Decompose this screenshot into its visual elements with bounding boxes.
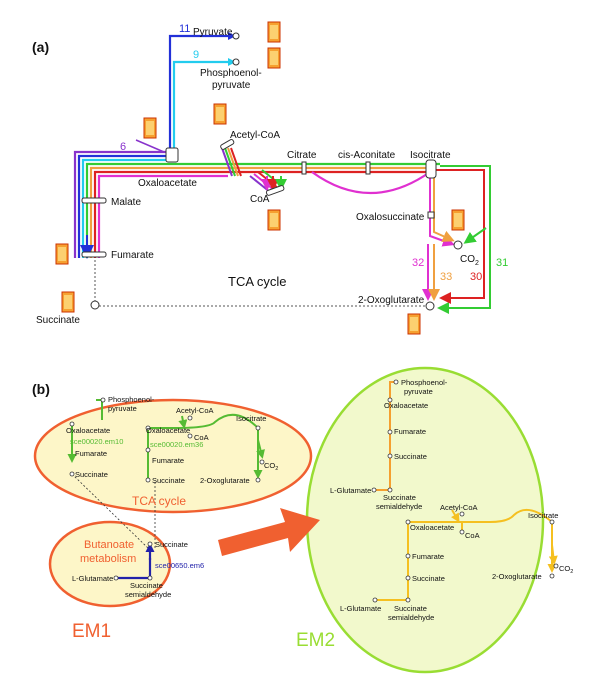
em2-glutamate2-label: L-Glutamate — [340, 604, 381, 613]
oxalosuccinate-label: Oxalosuccinate — [356, 212, 425, 223]
em1-tca-label: TCA cycle — [132, 494, 186, 508]
em2-nodes — [371, 379, 559, 603]
em1-glutamate-label: L-Glutamate — [72, 574, 113, 583]
em1-em10-label: sce00020.em10 — [70, 437, 123, 446]
isocitrate-label: Isocitrate — [410, 150, 451, 161]
em2-oxaloacetate-label: Oxaloacetate — [384, 401, 428, 410]
em2-glutamate-label: L-Glutamate — [330, 486, 371, 495]
pep-label-2: pyruvate — [212, 80, 251, 91]
route-33-number: 33 — [440, 271, 452, 283]
em2-pep-label-2: pyruvate — [404, 387, 433, 396]
coa-label: CoA — [250, 194, 270, 205]
em1-co2-label: CO2 — [264, 461, 278, 472]
route-bundle — [73, 150, 440, 258]
em2-oxaloacetate2-label: Oxaloacetate — [410, 523, 454, 532]
em2-coa-label: CoA — [465, 531, 480, 540]
em1-butanoate-label-1: Butanoate — [84, 539, 134, 551]
oxoglutarate-label: 2-Oxoglutarate — [358, 295, 425, 306]
em1-label: EM1 — [72, 621, 111, 642]
acetylcoa-label: Acetyl-CoA — [230, 130, 280, 141]
em1-isocitrate-label: Isocitrate — [236, 414, 266, 423]
door-icon — [267, 21, 281, 43]
door-icon — [451, 209, 465, 231]
em1-pep-label-1: Phosphoenol- — [108, 395, 155, 404]
em2-ssa-label-1: Succinate — [383, 493, 416, 502]
em2-co2-label: CO2 — [559, 564, 573, 575]
citrate-label: Citrate — [287, 150, 317, 161]
em1-fumarate2-label: Fumarate — [152, 456, 184, 465]
fumarate-label: Fumarate — [111, 250, 154, 261]
em1-em6-label: sce00650.em6 — [155, 561, 204, 570]
cycle-dashed-lines — [94, 256, 426, 307]
em1-succinate3-label: Succinate — [155, 540, 188, 549]
em2-ssa-label-4: semialdehyde — [388, 613, 434, 622]
em1-oxoglutarate-label: 2-Oxoglutarate — [200, 476, 250, 485]
em2-oxoglutarate-label: 2-Oxoglutarate — [492, 572, 542, 581]
em2-label: EM2 — [296, 630, 335, 651]
door-icon — [143, 117, 157, 139]
metabolite-nodes — [81, 32, 463, 311]
route-6-number: 6 — [120, 141, 126, 153]
route-9-line — [172, 58, 236, 150]
route-32-number: 32 — [412, 257, 424, 269]
right-routes — [422, 165, 491, 314]
em2-ssa-label-2: semialdehyde — [376, 502, 422, 511]
route-9-number: 9 — [193, 49, 199, 61]
em1-ssa-label-2: semialdehyde — [125, 590, 171, 599]
panel-a-label: (a) — [32, 39, 49, 55]
em1-em36-label: sce00020.em36 — [150, 440, 203, 449]
em2-isocitrate-label: Isocitrate — [528, 511, 558, 520]
door-icon — [213, 103, 227, 125]
em2-ssa-label-3: Succinate — [394, 604, 427, 613]
door-icon — [55, 243, 69, 265]
route-11-line — [168, 32, 236, 150]
tca-cycle-label: TCA cycle — [228, 274, 287, 289]
cisaconitate-label: cis-Aconitate — [338, 150, 396, 161]
acetyl-bundle — [221, 147, 242, 177]
em1-butanoate-label-2: metabolism — [80, 553, 136, 565]
door-icon — [407, 313, 421, 335]
door-icon — [267, 47, 281, 69]
oxaloacetate-label: Oxaloacetate — [138, 178, 197, 189]
em1-nodes — [69, 397, 265, 581]
em1-dashed-links — [71, 473, 156, 551]
route-30-number: 30 — [470, 271, 482, 283]
door-icon — [61, 291, 75, 313]
em1-acetylcoa-label: Acetyl-CoA — [176, 406, 214, 415]
panel-b-label: (b) — [32, 381, 50, 397]
door-icons — [55, 21, 465, 335]
route-31-number: 31 — [496, 257, 508, 269]
em2-succinate2-label: Succinate — [412, 574, 445, 583]
route-11-number: 11 — [179, 23, 190, 35]
em1-to-em2-arrow — [218, 508, 320, 556]
succinate-label: Succinate — [36, 315, 80, 326]
em2-pep-label-1: Phosphoenol- — [401, 378, 448, 387]
door-icon — [267, 209, 281, 231]
em2-fumarate-label: Fumarate — [394, 427, 426, 436]
em1-succinate2-label: Succinate — [152, 476, 185, 485]
em1-oxaloacetate-label: Oxaloacetate — [66, 426, 110, 435]
em1-fumarate-label: Fumarate — [75, 449, 107, 458]
pep-label-1: Phosphoenol- — [200, 68, 262, 79]
em1-ssa-label-1: Succinate — [130, 581, 163, 590]
malate-label: Malate — [111, 197, 141, 208]
route-6-entry — [135, 139, 165, 153]
em2-fumarate2-label: Fumarate — [412, 552, 444, 561]
butanoate-ellipse — [48, 520, 172, 608]
em1-oxaloacetate2-label: Oxaloacetate — [146, 426, 190, 435]
tca-cycle-ellipse — [33, 398, 313, 514]
em1-succinate-label: Succinate — [75, 470, 108, 479]
co2-label: CO2 — [460, 254, 479, 267]
em2-succinate-label: Succinate — [394, 452, 427, 461]
em1-coa-label: CoA — [194, 433, 209, 442]
em2-acetylcoa-label: Acetyl-CoA — [440, 503, 478, 512]
pyruvate-label: Pyruvate — [193, 27, 233, 38]
em1-pep-label-2: pyruvate — [108, 404, 137, 413]
em1-green-routes — [67, 399, 265, 480]
